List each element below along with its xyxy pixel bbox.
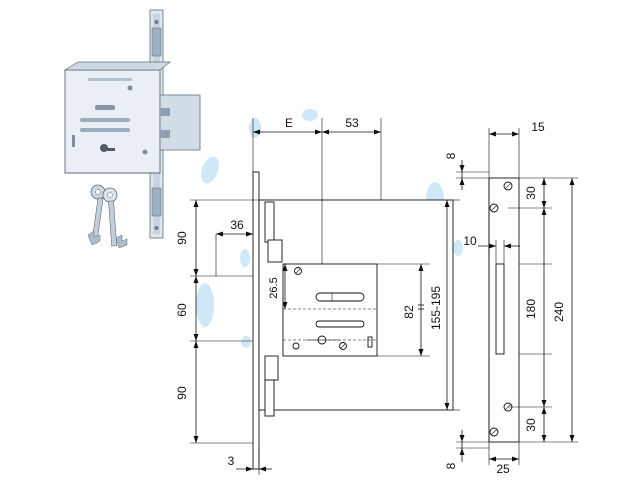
dim-screw-to-top: 30: [524, 186, 538, 200]
mechanism-plate: [282, 263, 378, 357]
lower-bolt: [264, 379, 275, 417]
dim-case-depth: 53: [345, 116, 359, 130]
dim-strike-total-height: 240: [552, 302, 566, 322]
dim-case-height: 155-195: [429, 286, 443, 330]
case-screw: [292, 342, 300, 350]
dim-bolt-spacing: 82: [402, 305, 416, 319]
keys-image: [87, 184, 128, 249]
dim-top-height: 90: [175, 231, 189, 245]
dim-backset: 36: [230, 218, 244, 232]
upper-slot: [315, 292, 365, 302]
dim-faceplate-thickness: 3: [228, 454, 235, 468]
dim-slot-height: 180: [524, 299, 538, 319]
upper-bolt: [264, 201, 275, 243]
dim-follower-height: 26.5: [268, 277, 280, 298]
lock-product-image: [63, 9, 201, 249]
latch-detail: [367, 336, 373, 348]
lower-slot: [315, 320, 365, 328]
dim-strike-top-margin: 8: [444, 152, 458, 159]
dim-bottom-height: 90: [175, 386, 189, 400]
dim-offset-e: E: [285, 116, 293, 130]
faceplate: [252, 171, 260, 470]
strike-plate-drawing: 15 8 30 10 180 240 30: [444, 120, 578, 476]
upper-bolt-tail: [267, 239, 283, 263]
dim-strike-bottom-margin: 8: [444, 462, 458, 469]
dim-strike-base-width: 25: [496, 462, 510, 476]
strike-slot: [495, 263, 505, 355]
lower-bolt-tail: [264, 355, 279, 381]
front-view-drawing: 90 60 90 36 3 E 53 26.5: [175, 116, 460, 475]
dim-middle-height: 60: [175, 303, 189, 317]
dim-strike-width: 15: [531, 120, 545, 134]
dim-screw-to-bottom: 30: [524, 418, 538, 432]
dim-slot-width: 10: [463, 234, 477, 248]
